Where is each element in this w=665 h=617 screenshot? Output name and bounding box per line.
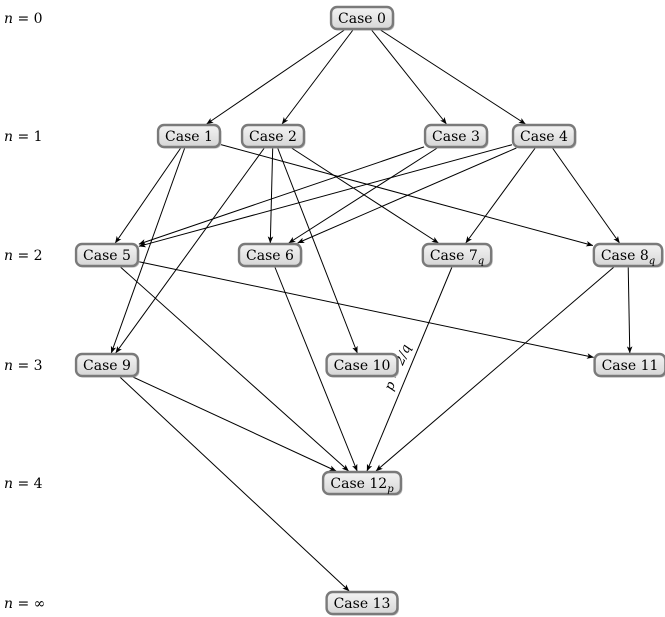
edge-c0-c2 [281, 29, 354, 125]
node-case-12: Case 12p [321, 470, 403, 496]
node-label: Case 5 [83, 248, 131, 264]
edge-c4-c8 [552, 147, 620, 244]
nodes: Case 0 Case 1 Case 2 Case 3 Case 4 Case 5 Case… [74, 5, 665, 616]
node-case-8: Case 8q [592, 242, 664, 268]
edge-c7-c12 [366, 266, 453, 472]
edge-c0-c1 [206, 29, 345, 125]
node-label: Case 12p [330, 476, 394, 495]
node-box [321, 470, 403, 496]
node-case-4: Case 4 [511, 123, 577, 149]
node-box [511, 123, 577, 149]
node-label: Case 6 [246, 248, 294, 264]
level-label-l4: n = 4 [4, 476, 43, 492]
level-labels: n = 0 n = 1 n = 2 n = 3 n = 4 n = ∞ [4, 11, 45, 612]
level-label-linf: n = ∞ [4, 596, 45, 612]
node-case-7: Case 7q [421, 242, 493, 268]
level-label-l3: n = 3 [4, 358, 43, 374]
node-box [423, 123, 489, 149]
node-case-10: Case 10 [325, 352, 399, 378]
node-label: Case 8q [601, 248, 655, 267]
node-box [240, 123, 306, 149]
edge-c4-c7 [465, 147, 536, 244]
edge-c2-c10 [277, 147, 358, 354]
node-case-1: Case 1 [156, 123, 222, 149]
level-label-l1: n = 1 [4, 129, 43, 145]
edge-c3-c5 [138, 146, 425, 245]
node-case-9: Case 9 [74, 352, 140, 378]
node-label: Case 10 [334, 358, 391, 374]
edge-c1-c5 [114, 147, 182, 244]
level-label-l2: n = 2 [4, 248, 43, 264]
edges: p = 2/q [110, 29, 633, 592]
node-label: Case 1 [165, 129, 213, 145]
node-case-2: Case 2 [240, 123, 306, 149]
edge-c2-c7 [291, 147, 439, 244]
node-case-11: Case 11 [593, 352, 665, 378]
node-box [325, 352, 399, 378]
edge-c2-c6 [267, 147, 274, 244]
edge-c1-c9 [110, 147, 186, 354]
edge-c9-c12 [132, 376, 337, 472]
edge-c8-c12 [375, 266, 615, 472]
node-box [325, 590, 399, 616]
node-label: Case 9 [83, 358, 131, 374]
node-box [593, 352, 665, 378]
node-label: Case 11 [602, 358, 659, 374]
node-label: Case 7q [430, 248, 484, 267]
node-box [156, 123, 222, 149]
node-box [592, 242, 664, 268]
edge-c3-c6 [288, 147, 438, 244]
node-case-3: Case 3 [423, 123, 489, 149]
node-label: Case 2 [249, 129, 297, 145]
node-label: Case 3 [432, 129, 480, 145]
node-label: Case 13 [334, 596, 391, 612]
node-label: Case 0 [338, 11, 386, 27]
node-box [329, 5, 395, 31]
edge-c4-c6 [297, 147, 517, 244]
node-box [421, 242, 493, 268]
node-box [74, 242, 140, 268]
edge-c6-c12 [274, 266, 358, 472]
node-case-5: Case 5 [74, 242, 140, 268]
node-box [237, 242, 303, 268]
node-box [74, 352, 140, 378]
edge-c9-c13 [119, 376, 350, 592]
node-case-0: Case 0 [329, 5, 395, 31]
edge-c2-c9 [115, 147, 265, 354]
edge-c0-c4 [380, 29, 526, 125]
node-case-13: Case 13 [325, 590, 399, 616]
edge-c0-c3 [371, 29, 447, 125]
edge-c4-c5 [138, 144, 513, 248]
edge-c8-c11 [626, 266, 633, 354]
level-label-l0: n = 0 [4, 11, 43, 27]
edge-c5-c12 [120, 266, 349, 472]
node-label: Case 4 [520, 129, 568, 145]
edge-c5-c11 [138, 261, 594, 359]
node-case-6: Case 6 [237, 242, 303, 268]
